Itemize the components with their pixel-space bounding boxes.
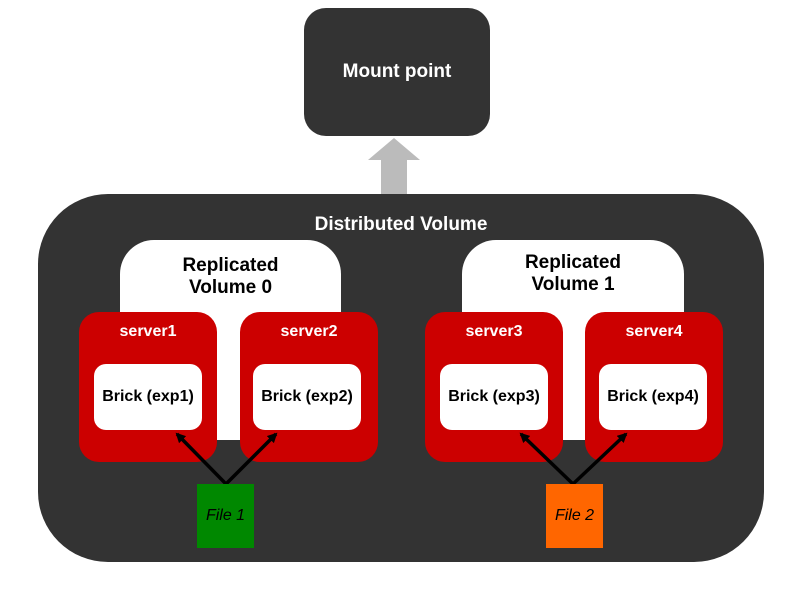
mount-point-label: Mount point <box>342 61 452 82</box>
brick-exp1: Brick (exp1) <box>94 364 202 430</box>
server2-label: server2 <box>280 323 338 340</box>
server1-label: server1 <box>119 323 177 340</box>
replicated-volume-0-label: Replicated Volume 0 <box>182 255 279 298</box>
file-1-box: File 1 <box>197 484 254 548</box>
up-arrow-icon <box>368 138 420 194</box>
file-2-label: File 2 <box>554 507 595 524</box>
brick-exp4: Brick (exp4) <box>599 364 707 430</box>
distributed-volume-label: Distributed Volume <box>314 214 488 235</box>
server3-label: server3 <box>465 323 523 340</box>
file-2-box: File 2 <box>546 484 603 548</box>
brick-exp3: Brick (exp3) <box>440 364 548 430</box>
brick-exp2: Brick (exp2) <box>253 364 361 430</box>
mount-point-box: Mount point <box>304 8 490 136</box>
replicated-volume-1-label: Replicated Volume 1 <box>524 252 622 295</box>
file-1-label: File 1 <box>205 507 246 524</box>
server4-label: server4 <box>625 323 683 340</box>
